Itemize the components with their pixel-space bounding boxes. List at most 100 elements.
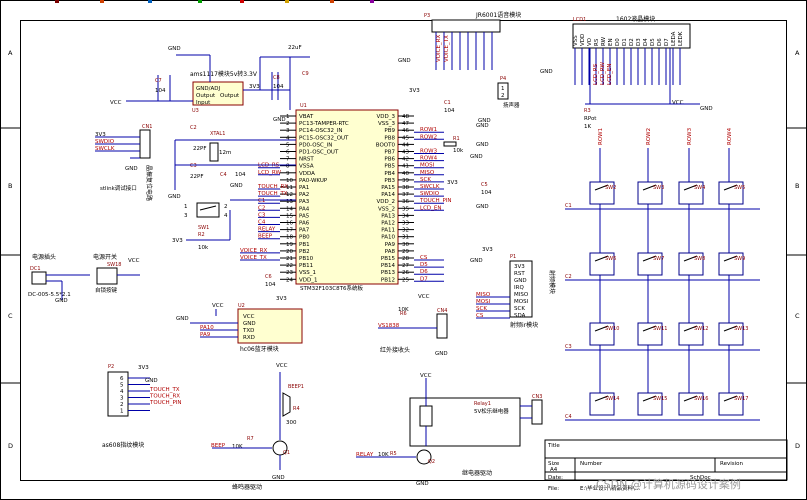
mcu-right-pin: PB4 [384,171,395,177]
ir-gnd: GND [435,351,448,357]
bt-pin-label: TXD [242,328,254,334]
row-marker-c: C [8,312,13,320]
bluetooth-module[interactable] [237,308,303,344]
sw1-pin4: 4 [224,213,228,219]
q2-ref: Q2 [428,459,435,465]
mcu-right-pin: VDD_2 [377,199,395,205]
bt-pin-label: RXD [243,335,255,341]
mcu-right-net: ROW3 [420,149,438,155]
lcd-pin-label: D1 [622,38,628,46]
c1-value: 104 [444,108,455,114]
keypad-switch-lever [642,255,657,262]
crystal-symbol[interactable] [209,142,219,162]
keypad-switch[interactable] [718,392,744,416]
mcu-right-pin-num: 25 [402,277,409,283]
mcu-left-pin: PA5 [299,213,310,219]
date-label: Date: [548,475,563,481]
mcu-left-net: LCD_RW [258,170,281,176]
keypad-switch[interactable] [637,322,663,346]
r6-value: 10K [398,307,409,313]
buzzer-symbol[interactable] [282,392,291,417]
keypad-switch[interactable] [589,322,615,346]
rfid-connector[interactable] [509,260,533,318]
fingerprint-connector[interactable] [107,371,129,417]
c1-gnd2: GND [476,123,489,129]
mcu-right-pin-num: 26 [402,270,409,276]
mcu-left-pin: NRST [299,157,314,163]
mcu-right-net: ROW2 [420,134,437,140]
keypad-switch[interactable] [637,252,663,276]
finger-net: TOUCH_PIN [149,400,182,406]
lcd-pin-label: D2 [629,38,635,46]
mcu-right-pin-num: 44 [402,142,409,148]
c4-gnd: GND [230,183,243,189]
mcu-left-pin-num: 12 [286,192,293,198]
keypad-switch[interactable] [678,322,704,346]
beep1-ref: BEEP1 [288,384,304,390]
c6-value: 104 [265,282,276,288]
rfid-net: MOSI [476,299,491,305]
r4-ref: R4 [293,406,300,412]
relay-terminal[interactable] [531,399,543,425]
regulator-chip[interactable] [192,81,244,106]
mcu-right-pin-num: 34 [402,213,409,219]
mcu-chip[interactable] [295,109,399,285]
keypad-switch[interactable] [637,392,663,416]
mcu-left-net: LCD_RS [258,163,280,169]
keypad-switch-lever [642,325,657,332]
swd-connector[interactable] [139,129,151,159]
keypad-switch[interactable] [589,392,615,416]
sw1-pin1: 1 [184,204,188,210]
mcu-left-pin: PA3 [299,199,310,205]
power-switch[interactable] [96,267,118,285]
keypad-switch[interactable] [678,392,704,416]
lcd-net: LCD_RS [593,63,599,85]
mcu-left-pin: VBAT [299,114,314,120]
lcd-gnd: GND [540,69,553,75]
mcu-left-pin: PA4 [299,206,310,212]
ir-connector[interactable] [436,313,448,339]
p4-ref: P4 [500,76,506,82]
c8-ref: C8 [273,75,280,81]
p3-ref: P3 [424,13,430,19]
keypad-switch[interactable] [718,181,744,205]
keypad-switch[interactable] [637,181,663,205]
mcu-left-pin-num: 10 [286,178,293,184]
keypad-switch[interactable] [589,252,615,276]
xtal-ref: XTAL1 [210,131,225,137]
crystal-reset-block: C2 22PF C3 22PF XTAL1 12m GND 晶振复位电路 C4 … [145,125,296,251]
voice-net-tx: VOICE_TX [444,35,450,62]
keypad-switch[interactable] [589,181,615,205]
row-marker-d: D [8,442,13,450]
mcu-right-pin: PB13 [381,270,396,276]
keypad-switch[interactable] [718,252,744,276]
swd-pin-3v3: 3V3 [95,132,106,138]
r5-ref: R5 [390,451,397,457]
r2-3v3: 3V3 [172,238,183,244]
mcu-right-net: TOUCH_PIN [419,198,452,204]
keypad-row-net: ROW3 [687,127,693,145]
mcu-right-net: CS [420,255,428,261]
keypad-switch[interactable] [678,252,704,276]
mcu-left-pin: PA0-WKUP [299,178,328,184]
rfid-net: MISO [476,292,491,298]
keypad-switch-lever [723,395,738,402]
voice-connector[interactable] [431,19,501,33]
mcu-right-pin-num: 28 [402,256,409,262]
rfid-pin-label: MOSI [514,299,529,305]
speaker-connector[interactable] [497,82,509,100]
mcu-right-pin-num: 47 [402,121,409,127]
title-label: Title [547,443,560,449]
mcu-right-pin-num: 30 [402,242,409,248]
keypad-switch-lever [594,184,609,191]
dc-jack[interactable] [31,271,47,285]
mcu-right-net: D6 [420,269,428,275]
mcu-left-pin: PD1-OSC_OUT [299,150,339,156]
mcu-left-pin-num: 22 [286,263,293,269]
row-marker-a-right: A [795,49,800,57]
lcd-connector[interactable] [572,23,691,49]
c1-gnd: GND [478,118,491,124]
keypad-switch[interactable] [718,322,744,346]
keypad-switch[interactable] [678,181,704,205]
